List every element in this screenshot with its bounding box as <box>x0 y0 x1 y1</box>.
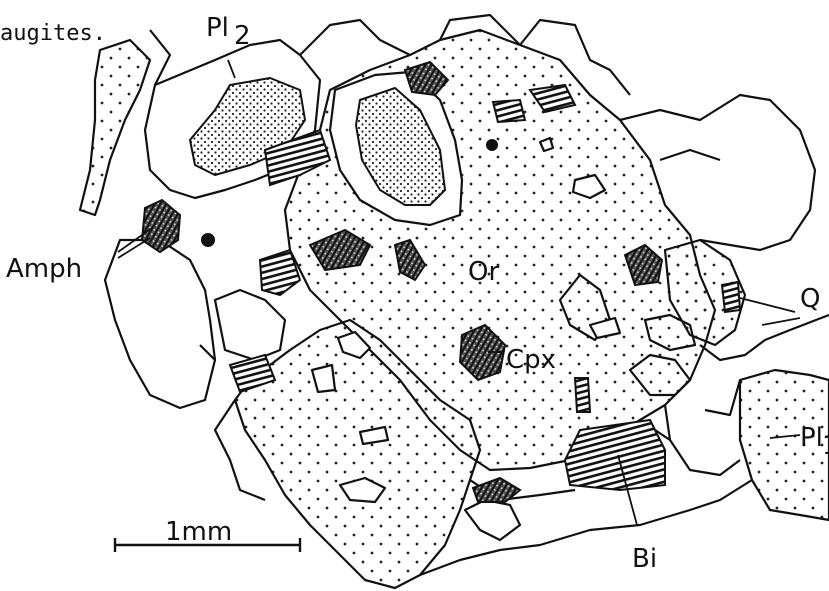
caption-fragment: augites. <box>0 21 106 46</box>
opaque-grain-1 <box>201 233 215 247</box>
label-or: Or <box>468 257 499 287</box>
q-leader-line <box>740 298 800 325</box>
amphibole-grain <box>142 200 180 252</box>
biotite-flake-7 <box>722 282 740 312</box>
label-amph: Amph <box>6 254 82 284</box>
scale-bar: 1mm <box>115 517 300 552</box>
scale-bar-label: 1mm <box>165 517 232 547</box>
label-q: Q <box>800 284 820 314</box>
left-grain-fragment <box>80 40 150 215</box>
label-cpx: Cpx <box>506 345 556 375</box>
biotite-flake-6 <box>575 378 590 412</box>
label-pl1: Pl <box>800 423 823 453</box>
label-pl2-subscript: 2 <box>234 21 251 51</box>
opaque-grain-2 <box>486 139 498 151</box>
label-bi: Bi <box>632 544 657 574</box>
label-pl1-subscript: 1 <box>822 431 829 461</box>
biotite-flake-5 <box>493 100 525 122</box>
biotite-bi-large <box>565 420 665 490</box>
label-pl2: Pl <box>206 13 229 43</box>
